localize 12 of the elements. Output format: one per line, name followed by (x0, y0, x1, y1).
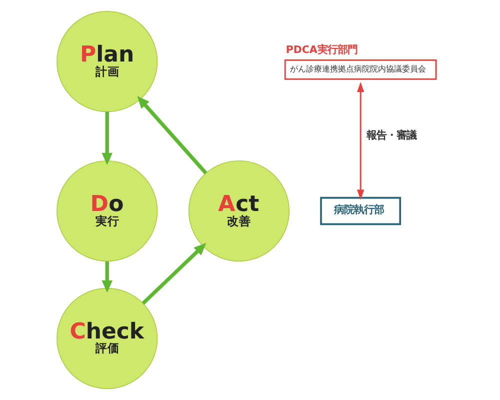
node-circle: Check 評価 (56, 288, 158, 389)
node-circle: Plan 計画 (56, 11, 158, 112)
node-circle: Do 実行 (56, 160, 158, 262)
node-label: PDCA実行部門 (285, 44, 357, 56)
edge-label: 報告・審議 (366, 130, 416, 142)
arrow (356, 82, 364, 200)
arrow (141, 243, 206, 305)
arrow (101, 112, 112, 166)
node-circle: Act 改善 (188, 160, 289, 262)
node-box: 病院執行部 (320, 196, 401, 226)
arrow (136, 96, 207, 174)
arrow (101, 262, 112, 293)
